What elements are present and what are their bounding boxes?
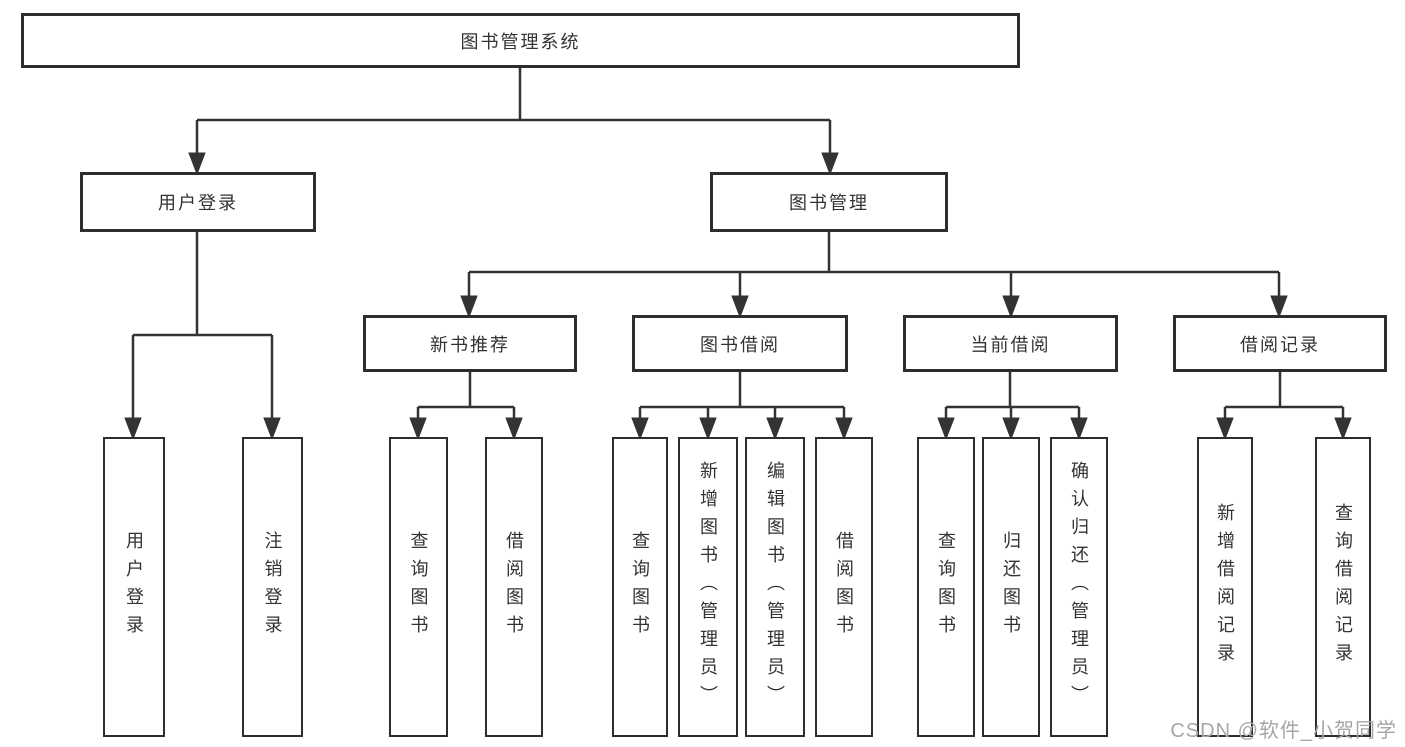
arrow-down-icon: [937, 417, 955, 441]
arrow-down-icon: [1270, 295, 1288, 319]
arrowheads: [124, 152, 1352, 441]
leaf-add-borrow-record: 新增借阅记录: [1197, 437, 1253, 737]
arrow-down-icon: [1334, 417, 1352, 441]
arrow-down-icon: [821, 152, 839, 176]
arrow-down-icon: [460, 295, 478, 319]
arrow-down-icon: [1002, 295, 1020, 319]
node-user-login: 用户登录: [80, 172, 316, 232]
node-book-borrowing: 图书借阅: [632, 315, 848, 372]
node-library-management-system: 图书管理系统: [21, 13, 1020, 68]
leaf-add-book-admin: 新增图书（管理员）: [678, 437, 738, 737]
leaf-query-borrow-record: 查询借阅记录: [1315, 437, 1371, 737]
arrow-down-icon: [263, 417, 281, 441]
leaf-user-login: 用户登录: [103, 437, 165, 737]
arrow-down-icon: [731, 295, 749, 319]
leaf-logout: 注销登录: [242, 437, 303, 737]
arrow-down-icon: [505, 417, 523, 441]
leaf-query-books-current: 查询图书: [917, 437, 975, 737]
arrow-down-icon: [188, 152, 206, 176]
leaf-borrow-books: 借阅图书: [815, 437, 873, 737]
leaf-borrow-books-recommend: 借阅图书: [485, 437, 543, 737]
leaf-edit-book-admin: 编辑图书（管理员）: [745, 437, 805, 737]
arrow-down-icon: [1070, 417, 1088, 441]
leaf-query-books-recommend: 查询图书: [389, 437, 448, 737]
arrow-down-icon: [631, 417, 649, 441]
leaf-query-books-borrowing: 查询图书: [612, 437, 668, 737]
arrow-down-icon: [409, 417, 427, 441]
arrow-down-icon: [835, 417, 853, 441]
leaf-return-book: 归还图书: [982, 437, 1040, 737]
arrow-down-icon: [766, 417, 784, 441]
arrow-down-icon: [699, 417, 717, 441]
node-borrowing-records: 借阅记录: [1173, 315, 1387, 372]
leaf-confirm-return-admin: 确认归还（管理员）: [1050, 437, 1108, 737]
arrow-down-icon: [1216, 417, 1234, 441]
arrow-down-icon: [1002, 417, 1020, 441]
node-book-management: 图书管理: [710, 172, 948, 232]
node-new-book-recommend: 新书推荐: [363, 315, 577, 372]
node-current-borrowing: 当前借阅: [903, 315, 1118, 372]
arrow-down-icon: [124, 417, 142, 441]
